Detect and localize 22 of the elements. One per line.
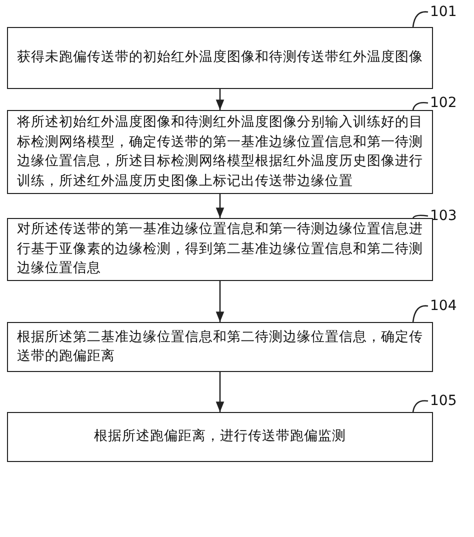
leader-line <box>412 102 428 110</box>
leader-line <box>412 400 428 412</box>
step-number: 104 <box>430 298 457 314</box>
step-text: 将所述初始红外温度图像和待测红外温度图像分别输入训练好的目标检测网络模型，确定传送带的第一基准边缘位置信息和第一待测边缘位置信息，所述目标检测网络模型根据红外温度历史图像进行训练，所述红外温度历史图像上标记出传送带边缘位置 <box>17 113 423 190</box>
arrow <box>216 372 224 412</box>
step-text: 获得未跑偏传送带的初始红外温度图像和待测传送带红外温度图像 <box>17 48 423 68</box>
leader-line <box>412 214 428 218</box>
step-text: 根据所述第二基准边缘位置信息和第二待测边缘位置信息，确定传送带的跑偏距离 <box>17 328 423 366</box>
leader-line <box>412 11 428 28</box>
step-number: 102 <box>430 95 457 111</box>
step-number: 101 <box>430 4 457 20</box>
arrow <box>216 194 224 218</box>
arrow <box>216 89 224 110</box>
leader-line <box>412 305 428 322</box>
step-text: 对所述传送带的第一基准边缘位置信息和第一待测边缘位置信息进行基于亚像素的边缘检测，得到第二基准边缘位置信息和第二待测边缘位置信息 <box>17 220 423 278</box>
process-box <box>7 27 433 89</box>
step-number: 103 <box>430 208 457 224</box>
arrow <box>216 281 224 322</box>
process-box <box>7 322 433 372</box>
step-text: 根据所述跑偏距离，进行传送带跑偏监测 <box>94 427 346 446</box>
process-box <box>7 412 433 462</box>
step-number: 105 <box>430 393 457 409</box>
